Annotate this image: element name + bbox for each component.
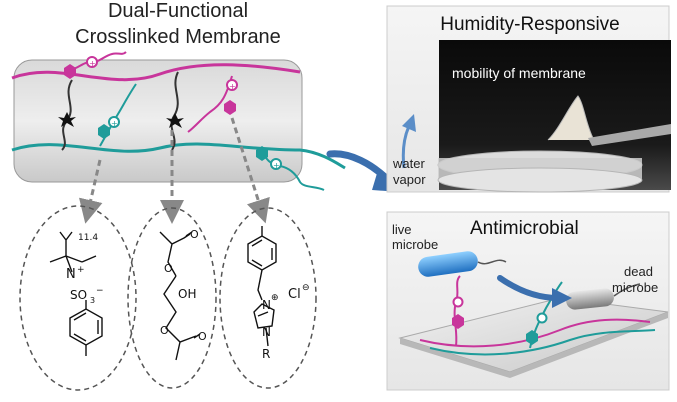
magenta-hexagon-2 <box>224 100 236 115</box>
membrane-plate-edge <box>400 312 668 378</box>
magenta-pendant-1 <box>69 51 127 71</box>
plus-sign: + <box>229 82 236 91</box>
structure-ellipse-3 <box>219 207 317 389</box>
live-microbe-flagellum <box>477 259 507 265</box>
plus-sign: + <box>89 59 96 68</box>
magenta-polymer-chain <box>11 63 301 82</box>
structure-ellipse-2 <box>127 207 217 389</box>
structure-3-minus: ⊖ <box>302 283 310 293</box>
magenta-hexagon-1 <box>64 64 76 79</box>
structure-3-chloride: Cl <box>288 287 301 302</box>
magenta-plus-1 <box>86 56 98 68</box>
plate-teal-plus <box>536 312 548 324</box>
teal-pendant-2 <box>261 149 325 191</box>
structure-3-nitrogen: N <box>262 325 271 339</box>
structure-1-sulfonate: SO <box>70 288 87 302</box>
teal-plus-2 <box>270 158 282 170</box>
live-microbe <box>418 251 478 277</box>
antimicrobial-panel-title: Antimicrobial <box>470 218 579 239</box>
structure-2-bonds <box>159 231 201 361</box>
tweezers <box>588 124 671 146</box>
structure-1-plus: + <box>77 265 85 275</box>
membrane-title-line2: Crosslinked Membrane <box>75 26 281 48</box>
magenta-plus-2 <box>226 79 238 91</box>
teal-hexagon-2 <box>256 146 268 161</box>
plate-teal-chain <box>429 329 656 356</box>
structure-1-bonds <box>49 231 103 356</box>
water-vapor-label-line2: vapor <box>393 172 426 187</box>
structure-2-o4: O <box>198 330 207 343</box>
membrane-block <box>13 59 303 183</box>
teal-polymer-chain <box>11 142 346 170</box>
crosslinker-star-2 <box>166 113 184 128</box>
dead-microbe-label-line1: dead <box>624 264 653 279</box>
dead-microbe <box>566 288 614 310</box>
kill-arrow-head <box>552 288 572 308</box>
plus-sign: + <box>273 161 280 170</box>
water-vapor-arrow-head <box>402 114 416 132</box>
structure-ellipse-1 <box>19 205 137 391</box>
humidity-panel-title: Humidity-Responsive <box>440 14 620 35</box>
membrane-title-line1: Dual-Functional <box>107 0 249 22</box>
plate-magenta-chain <box>419 318 651 348</box>
curled-membrane-strip <box>547 95 595 141</box>
dead-microbe-label-line2: microbe <box>612 280 659 295</box>
petri-dish-bottom <box>437 167 643 193</box>
teal-plus-1 <box>108 116 120 128</box>
water-vapor-label-line1: water <box>393 156 425 171</box>
plate-magenta-hex <box>452 314 464 329</box>
structure-3-nitrogen-plus: N <box>262 298 271 312</box>
structure-3-bonds <box>247 226 277 347</box>
structure-2-o1: O <box>190 228 199 241</box>
structure-2-o3: O <box>160 324 169 337</box>
structure-2-o2: O <box>164 262 173 275</box>
structure-1-sulfonate-sub: 3 <box>90 296 95 305</box>
structure-3-r-group: R <box>262 347 270 361</box>
structure-1-minus: − <box>96 286 104 296</box>
teal-hexagon-1 <box>98 124 110 139</box>
live-microbe-label-line2: microbe <box>392 237 439 252</box>
structure-3-plus: ⊕ <box>271 293 279 303</box>
structure-1-subscript: 11.4 <box>78 233 98 243</box>
dashed-arrow-3 <box>230 117 270 224</box>
dashed-arrow-1 <box>79 159 103 224</box>
plus-sign: + <box>111 119 118 128</box>
structure-1-nitrogen: N <box>66 267 76 282</box>
live-microbe-label-line1: live <box>392 222 412 237</box>
crosslinker-star-1 <box>58 112 76 127</box>
dead-microbe-flagellum <box>613 283 641 297</box>
structure-2-oh: OH <box>178 287 196 301</box>
humidity-photo-caption: mobility of membrane <box>452 65 586 81</box>
plate-teal-hex <box>526 330 538 345</box>
magenta-pendant-2 <box>187 75 233 133</box>
plate-magenta-plus <box>452 296 464 308</box>
